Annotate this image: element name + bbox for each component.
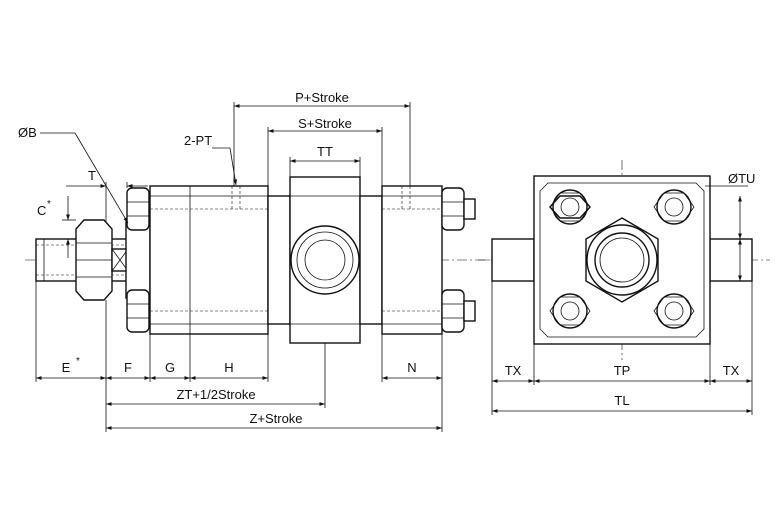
rod-end-inner: [599, 237, 645, 283]
center-nut-circle: [586, 224, 658, 296]
dim-tx-left: TX: [505, 363, 522, 378]
side-view: P+Stroke S+Stroke TT 2-PT ØB T: [18, 90, 490, 432]
dim-t: T: [88, 168, 96, 183]
dim-n: N: [407, 360, 416, 375]
tie-rod-nut-right-bottom: [441, 289, 465, 333]
dim-e-star: *: [76, 356, 80, 367]
corner-nut-bottom-right: [656, 293, 692, 329]
dim-2-pt: 2-PT: [184, 133, 212, 148]
dim-tt: TT: [317, 144, 333, 159]
barrel-right: [359, 195, 383, 325]
trunnion-boss-outer: [290, 225, 360, 295]
dim-z: Z+Stroke: [249, 411, 302, 426]
dim-h: H: [224, 360, 233, 375]
dim-tx-right: TX: [723, 363, 740, 378]
dim-zt: ZT+1/2Stroke: [176, 387, 255, 402]
trunnion-boss-mid: [296, 231, 354, 289]
rod-bushing: [125, 221, 151, 299]
trunnion-pin-right: [709, 238, 753, 282]
tie-rod-nut-left-bottom: [126, 289, 150, 333]
trunnion-pin-left: [491, 238, 535, 282]
dim-c-star: *: [47, 199, 51, 210]
dim-g: G: [165, 360, 175, 375]
barrel-left: [267, 195, 291, 325]
dim-f: F: [124, 360, 132, 375]
dim-c: C: [37, 203, 46, 218]
front-dimensions: ØTU TX TP TX TL: [491, 171, 755, 415]
dim-e: E: [62, 360, 71, 375]
cap-cover: [381, 185, 443, 335]
tie-rod-nut-right-top: [441, 187, 465, 231]
dim-dia-b: ØB: [18, 125, 37, 140]
dim-s-stroke: S+Stroke: [298, 116, 352, 131]
dim-tl: TL: [614, 393, 629, 408]
trunnion-boss-inner: [304, 239, 346, 281]
end-plate-inner: [539, 182, 705, 338]
front-view: ØTU TX TP TX TL: [478, 160, 770, 415]
corner-nut-top-left: [552, 189, 588, 225]
tie-rod-nut-left-top: [126, 187, 150, 231]
head-cover: [149, 185, 269, 335]
dim-dia-tu: ØTU: [728, 171, 755, 186]
corner-nut-bottom-left: [552, 293, 588, 329]
corner-nuts: [549, 189, 695, 329]
dim-tp: TP: [614, 363, 631, 378]
corner-nut-top-right: [656, 189, 692, 225]
rod-end-outer: [594, 232, 650, 288]
side-dimensions: P+Stroke S+Stroke TT 2-PT ØB T: [18, 90, 443, 432]
tie-rod-nuts: [126, 187, 476, 333]
tie-rod-end-bottom: [463, 300, 476, 322]
trunnion-block: [289, 176, 361, 344]
dim-p-stroke: P+Stroke: [295, 90, 349, 105]
tie-rod-end-top: [463, 198, 476, 220]
